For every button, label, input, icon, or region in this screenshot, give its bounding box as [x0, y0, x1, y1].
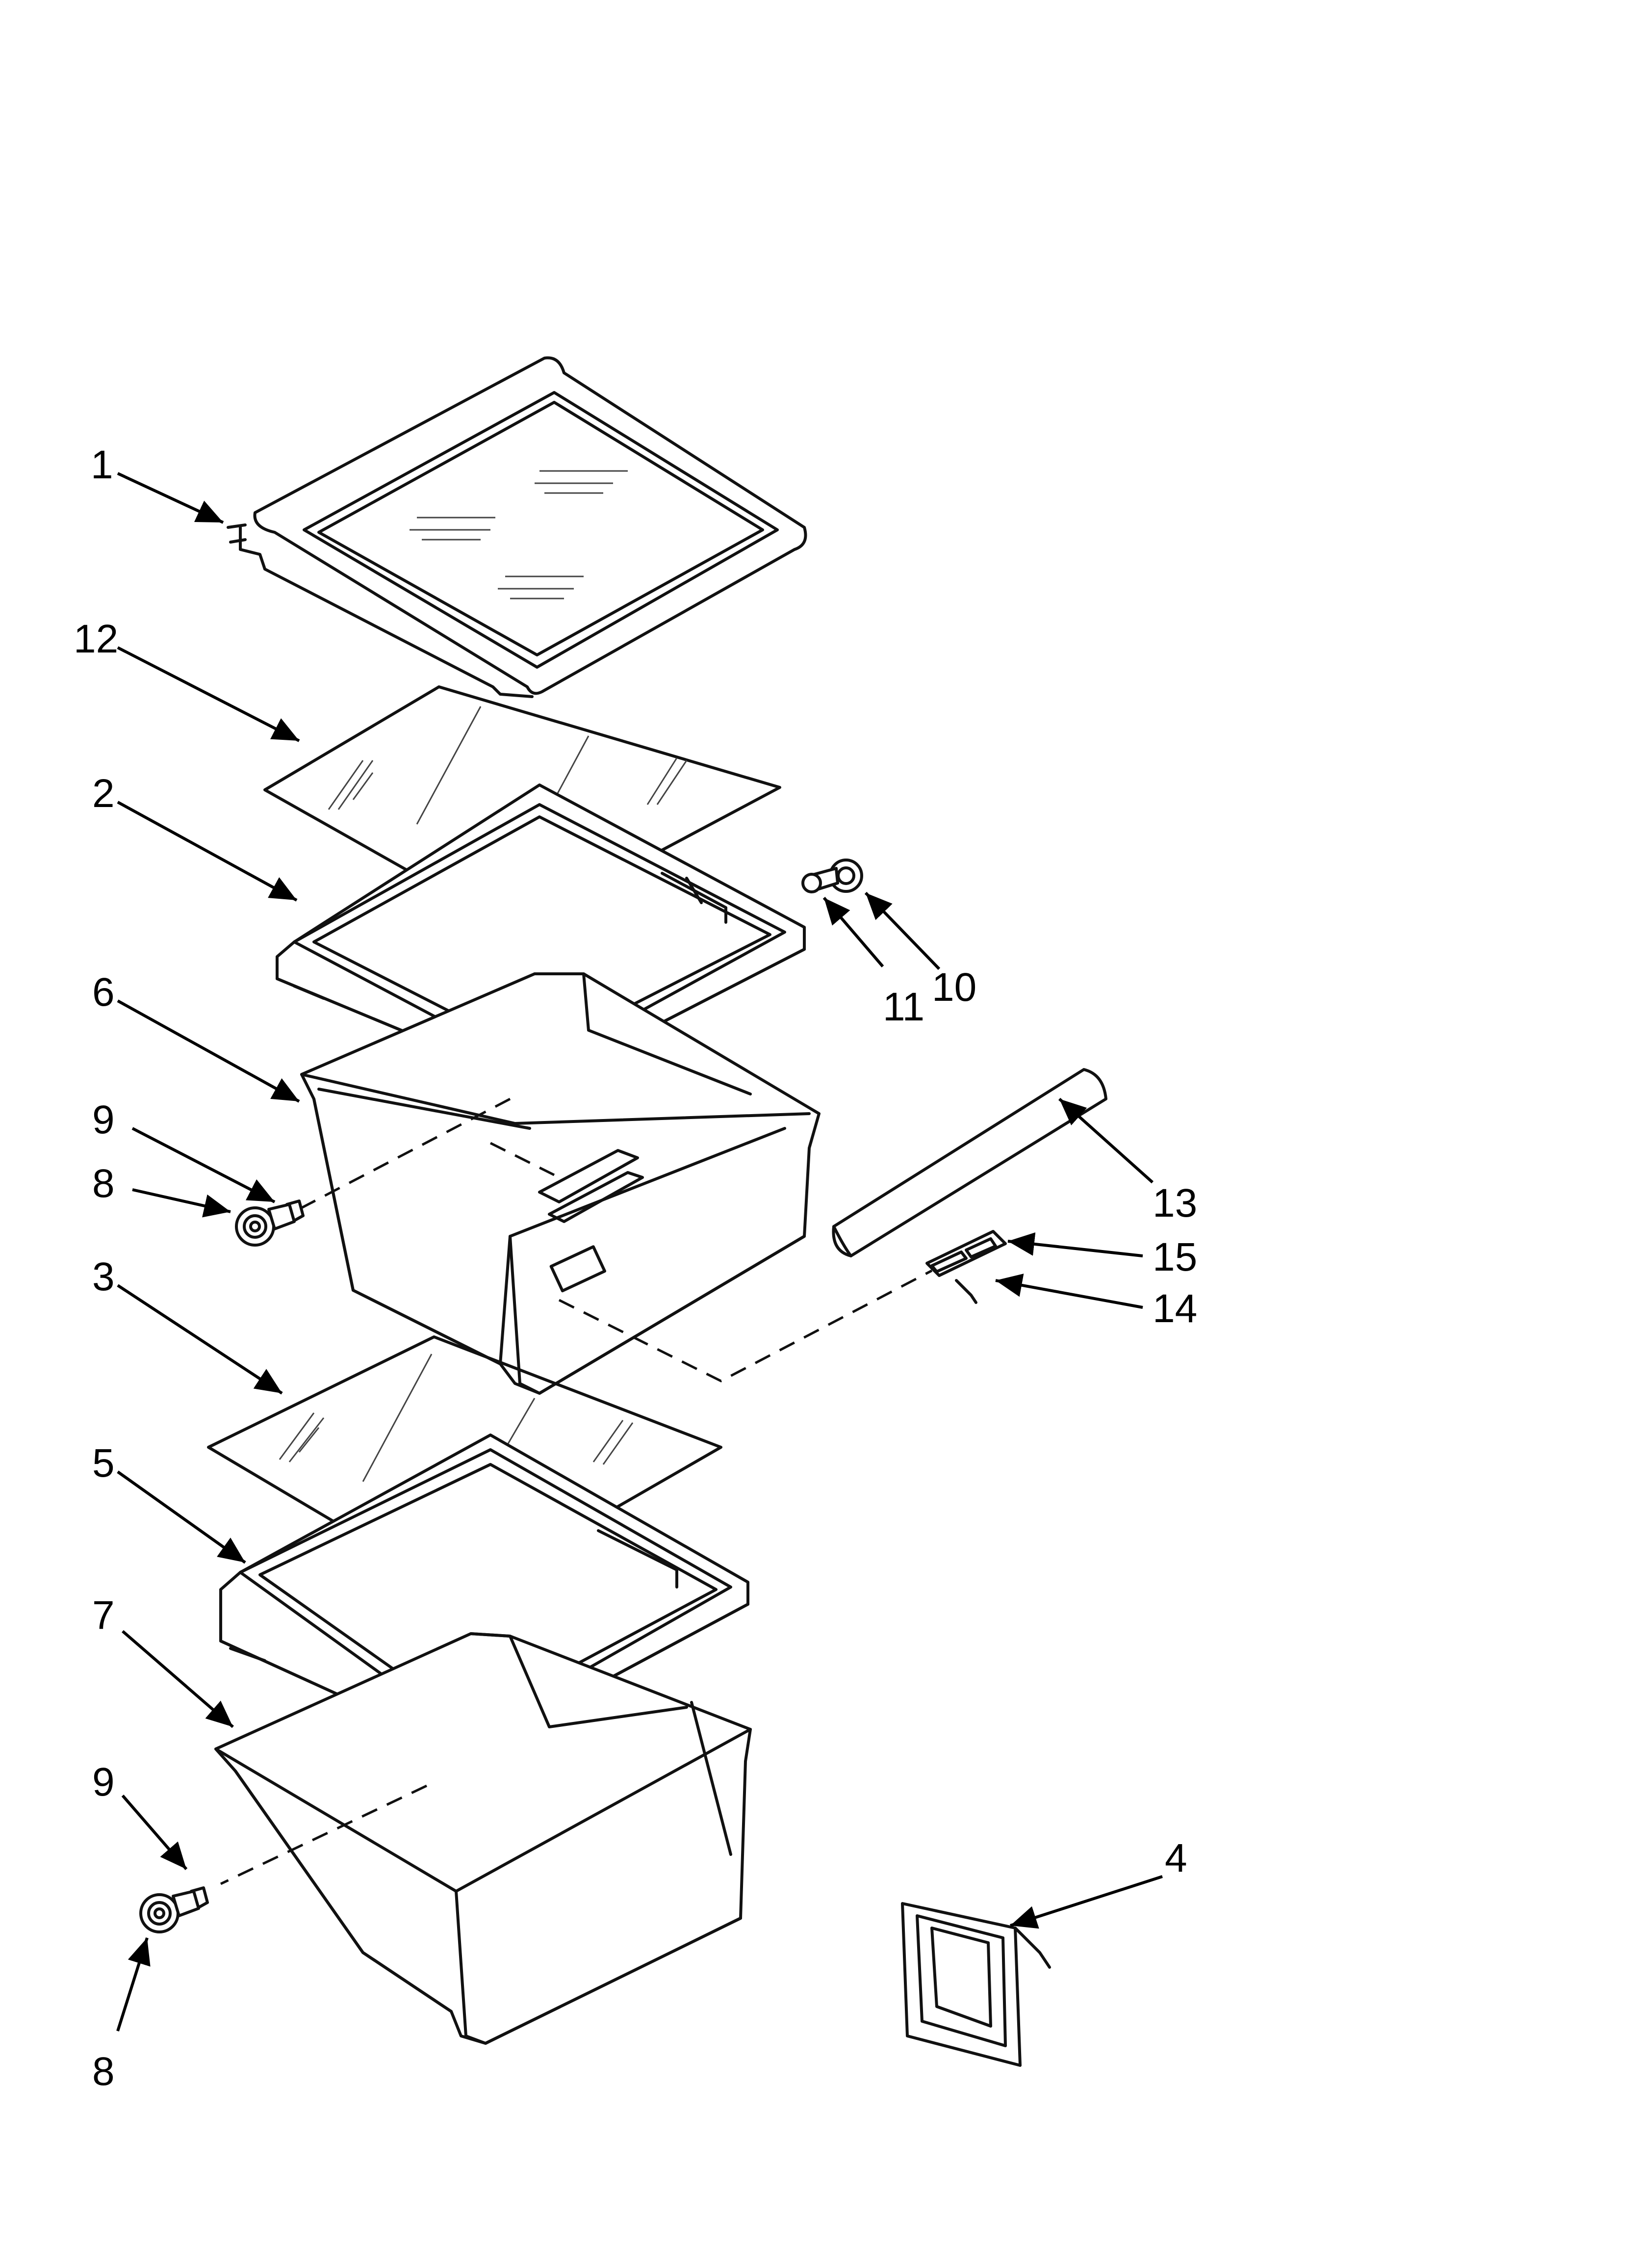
assembly-lines	[220, 1097, 933, 1885]
part-14-15-clip	[925, 1230, 1007, 1304]
callout-14: 14	[1153, 1286, 1197, 1331]
callout-6: 6	[92, 970, 115, 1015]
callout-labels: 1 12 2 6 9 8 3 5 7 9 8 11 10 13 15 14 4	[74, 443, 1197, 2094]
part-1-shelf	[227, 356, 807, 698]
callout-9-upper: 9	[92, 1097, 115, 1142]
callout-1: 1	[91, 443, 113, 487]
callout-5: 5	[92, 1441, 115, 1486]
part-10-11-screw-cap	[801, 859, 863, 893]
callout-2: 2	[92, 771, 115, 816]
leader-lines	[116, 472, 1163, 2032]
callout-3: 3	[92, 1254, 115, 1299]
part-13-trim	[832, 1068, 1107, 1257]
callout-8-upper: 8	[92, 1161, 115, 1206]
callout-11: 11	[883, 985, 924, 1029]
part-6-crisper-drawer	[300, 972, 821, 1395]
part-4-label-card	[901, 1902, 1051, 2067]
callout-12: 12	[74, 617, 118, 661]
callout-10: 10	[932, 965, 976, 1010]
callout-15: 15	[1153, 1235, 1197, 1279]
part-8-9-upper-roller	[235, 1199, 305, 1247]
callout-13: 13	[1153, 1181, 1197, 1225]
callout-7: 7	[92, 1593, 115, 1638]
callout-8-lower: 8	[92, 2049, 115, 2094]
part-8-9-lower-roller	[139, 1886, 209, 1933]
callout-4: 4	[1165, 1836, 1187, 1880]
callout-9-lower: 9	[92, 1760, 115, 1804]
part-7-crisper-drawer	[214, 1632, 752, 2045]
